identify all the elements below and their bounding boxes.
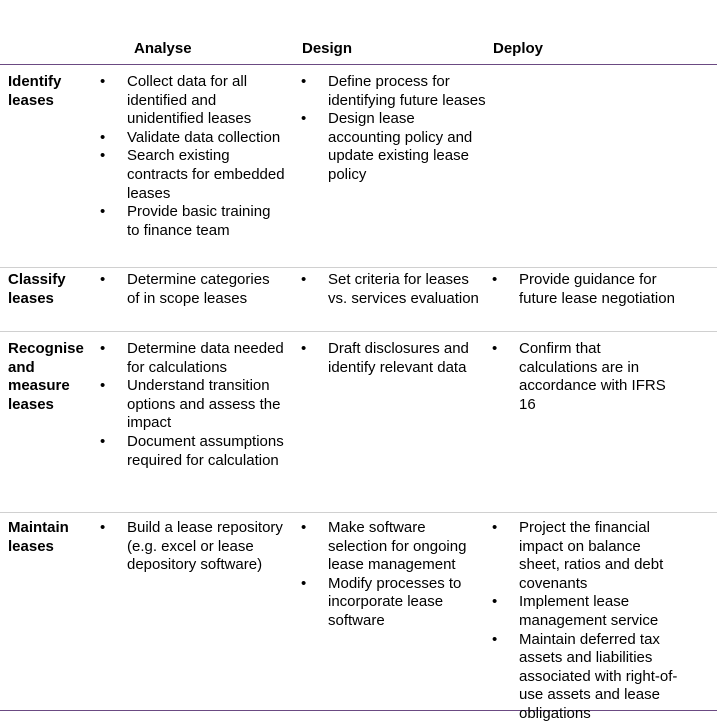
- cell-deploy: •Project the financial impact on balance…: [492, 519, 678, 724]
- table-header: Analyse Design Deploy: [0, 40, 717, 65]
- cell-analyse: •Determine categories of in scope leases: [100, 271, 286, 308]
- list-item: •Project the financial impact on balance…: [492, 519, 664, 592]
- list-item: •Draft disclosures and identify relevant…: [301, 340, 469, 376]
- list-item: •Collect data for all identified and uni…: [100, 73, 252, 128]
- cell-analyse: •Collect data for all identified and uni…: [100, 73, 286, 240]
- list-item: •Implement lease management service: [492, 593, 659, 629]
- list-item: •Determine data needed for calculations: [100, 340, 284, 376]
- list-item: •Make software selection for ongoing lea…: [301, 519, 467, 574]
- list-item: •Maintain deferred tax assets and liabil…: [492, 630, 678, 722]
- cell-design: •Define process for identifying future l…: [301, 73, 487, 185]
- cell-deploy: •Provide guidance for future lease negot…: [492, 271, 678, 308]
- list-item: •Design lease accounting policy and upda…: [301, 110, 473, 183]
- table-row-identify-leases: Identify leases •Collect data for all id…: [0, 65, 717, 268]
- list-item: •Document assumptions required for calcu…: [100, 432, 284, 469]
- row-label: Identify leases: [8, 73, 62, 109]
- cell-analyse: •Determine data needed for calculations …: [100, 340, 286, 470]
- table-row-recognise-measure-leases: Recognise and measure leases •Determine …: [0, 332, 717, 513]
- cell-design: •Make software selection for ongoing lea…: [301, 519, 487, 631]
- row-label: Maintain leases: [8, 519, 69, 555]
- row-label: Recognise and measure leases: [8, 340, 84, 413]
- list-item: •Set criteria for leases vs. services ev…: [301, 271, 479, 307]
- list-item: •Build a lease repository (e.g. excel or…: [100, 519, 283, 574]
- cell-deploy: •Confirm that calculations are in accord…: [492, 340, 678, 414]
- list-item: •Understand transition options and asses…: [100, 377, 281, 432]
- header-design: Design: [302, 40, 353, 57]
- list-item: •Validate data collection: [100, 128, 281, 146]
- list-item: •Provide basic training to finance team: [100, 203, 271, 239]
- header-deploy: Deploy: [493, 40, 544, 57]
- cell-design: •Set criteria for leases vs. services ev…: [301, 271, 487, 308]
- cell-analyse: •Build a lease repository (e.g. excel or…: [100, 519, 286, 575]
- list-item: •Provide guidance for future lease negot…: [492, 271, 675, 307]
- list-item: •Modify processes to incorporate lease s…: [301, 574, 462, 629]
- table-row-maintain-leases: Maintain leases •Build a lease repositor…: [0, 513, 717, 722]
- row-label: Classify leases: [8, 271, 66, 307]
- list-item: •Confirm that calculations are in accord…: [492, 340, 666, 413]
- table-row-classify-leases: Classify leases •Determine categories of…: [0, 267, 717, 332]
- cell-design: •Draft disclosures and identify relevant…: [301, 340, 487, 377]
- list-item: •Define process for identifying future l…: [301, 73, 486, 109]
- header-analyse: Analyse: [134, 40, 192, 57]
- list-item: •Determine categories of in scope leases: [100, 271, 270, 307]
- list-item: •Search existing contracts for embedded …: [100, 147, 285, 202]
